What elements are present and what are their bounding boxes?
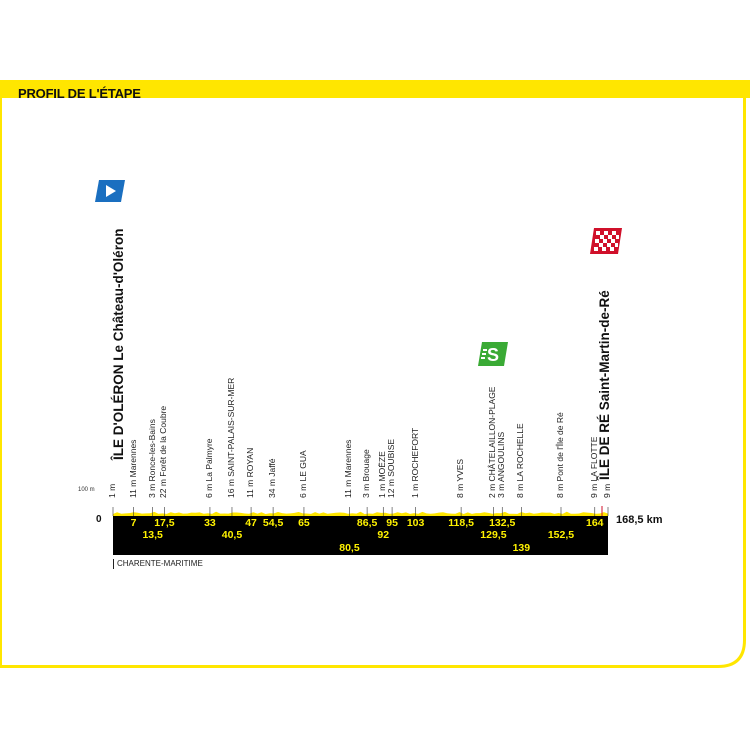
checkpoint-label: 9 m: [602, 483, 612, 498]
page-title: PROFIL DE L'ÉTAPE: [18, 86, 141, 101]
checkpoint-label: 6 m LE GUA: [297, 450, 308, 498]
terrain-ridge: [113, 511, 608, 516]
checkpoint-label: 6 m La Palmyre: [203, 438, 214, 498]
checkpoint-label: 3 m Brouage: [361, 449, 372, 498]
start-town-label: ÎLE D'OLÉRON Le Château-d'Oléron: [111, 228, 126, 460]
total-distance-label: 168,5 km: [616, 514, 663, 526]
km-zero-label: 0: [96, 514, 102, 525]
checkpoint-label: 12 m SOUBISE: [386, 438, 397, 498]
km-marker-label: 164: [586, 517, 604, 529]
km-marker-label: 103: [406, 517, 425, 529]
km-marker-label: 118,5: [448, 517, 474, 529]
elevation-profile: [112, 506, 609, 555]
start-flag-icon: [95, 180, 125, 202]
km-marker-label: 17,5: [154, 517, 175, 529]
checkpoint-label: 8 m YVES: [455, 458, 466, 498]
km-marker-label: 86,5: [356, 517, 378, 529]
checkpoint-label: 3 m Ronce-les-Bains: [146, 419, 157, 498]
department-label: CHARENTE-MARITIME: [113, 559, 203, 569]
checkpoint-label: 8 m LA ROCHELLE: [515, 423, 526, 498]
km-marker-label: 129,5: [480, 529, 507, 541]
sprint-s-icon: S: [478, 342, 508, 366]
km-marker-label: 40,5: [221, 529, 243, 541]
km-marker-label: 132,5: [489, 517, 516, 529]
checkpoint-label: 1 m ROCHEFORT: [409, 427, 420, 498]
left-frame-edge: [0, 98, 2, 668]
checkpoint-label: 1 m: [107, 483, 117, 498]
km-marker-label: 13,5: [142, 529, 163, 541]
checkpoint-label: 34 m Jaffé: [267, 458, 278, 498]
checkpoint-label: 9 m LA FLOTTE: [588, 436, 599, 498]
checkered-finish-flag-icon: [590, 228, 622, 254]
finish-town-label: ÎLE DE RÉ Saint-Martin-de-Ré: [597, 290, 612, 480]
km-marker-label: 47: [245, 517, 257, 529]
checkpoint-label: 8 m Pont de l'Île de Ré: [554, 412, 565, 498]
profile-base-band: [113, 516, 608, 555]
checkpoint-label: 11 m ROYAN: [245, 447, 256, 498]
checkpoint-label: 11 m Marennes: [343, 439, 354, 498]
km-marker-label: 7: [130, 517, 137, 529]
checkpoint-label: 22 m Forêt de la Coubre: [158, 405, 169, 498]
checkpoint-label: 3 m ANGOULINS: [496, 431, 507, 498]
km-marker-label: 152,5: [547, 529, 575, 541]
svg-text:S: S: [487, 345, 499, 365]
checkpoint-label: 16 m SAINT-PALAIS-SUR-MER: [225, 377, 236, 498]
km-marker-label: 65: [298, 517, 310, 529]
km-marker-label: 95: [386, 517, 398, 529]
checkpoint-label: 11 m Marennes: [127, 439, 138, 498]
km-marker-label: 33: [204, 517, 216, 529]
km-marker-label: 139: [512, 542, 531, 554]
km-marker-label: 92: [377, 529, 390, 541]
km-marker-label: 54,5: [262, 517, 284, 529]
altitude-scale-label: 100 m: [78, 487, 95, 493]
km-marker-label: 80,5: [339, 542, 360, 554]
